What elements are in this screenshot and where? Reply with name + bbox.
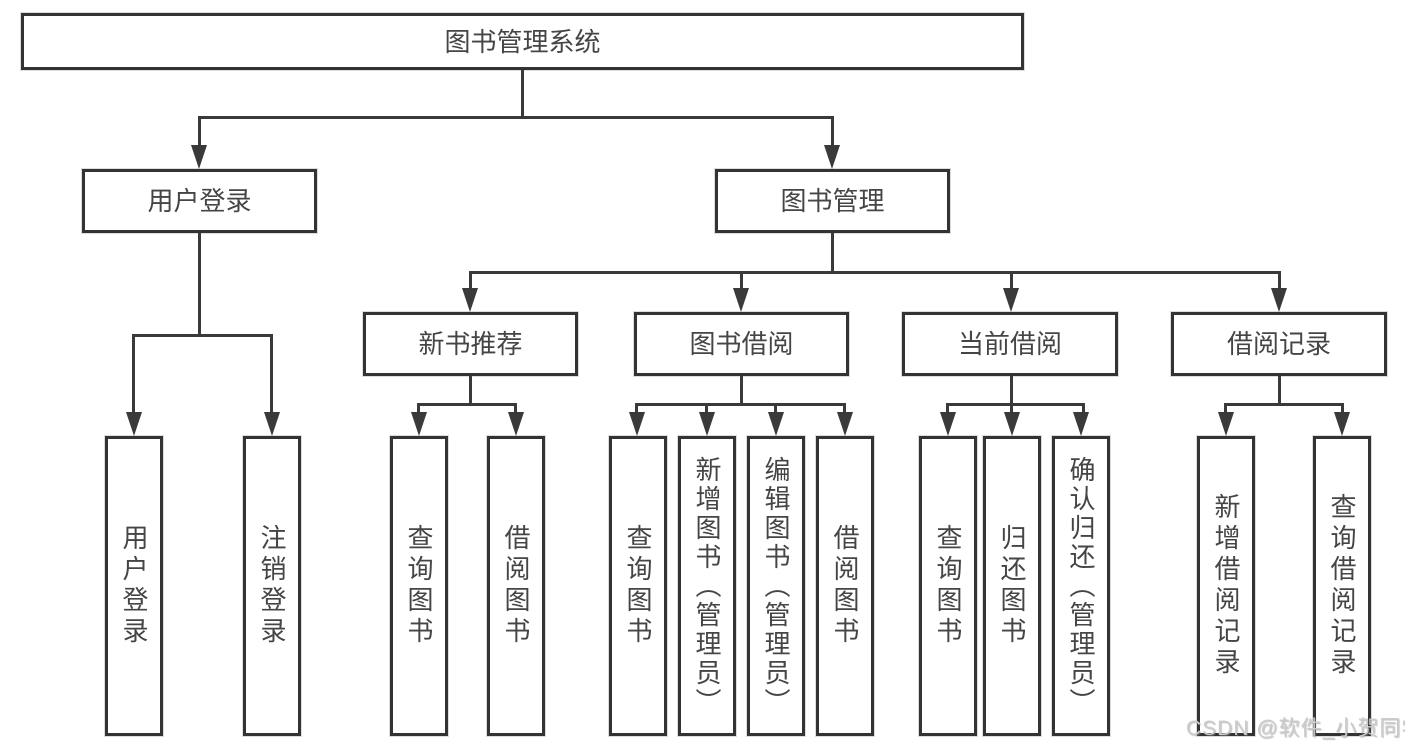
- connector-stub-bb-add: [705, 403, 708, 417]
- leaf-borrow-query: 查询图书: [609, 436, 667, 736]
- arrow-down-nb-borrow-icon: [508, 412, 524, 436]
- connector-stub-book-management: [831, 116, 834, 149]
- connector-stub-cb-confirm: [1082, 403, 1085, 417]
- arrow-down-cb-query-icon: [940, 412, 956, 436]
- connector-bookmgmt-down: [831, 233, 834, 274]
- arrow-down-records-icon: [1271, 288, 1287, 312]
- connector-userlogin-rail: [132, 334, 273, 337]
- leaf-borrow-add-admin: 新增图书（管理员）: [678, 436, 736, 736]
- connector-newbooks-down: [469, 376, 472, 406]
- leaf-newbooks-borrow: 借阅图书: [487, 436, 545, 736]
- connector-stub-bb-query: [635, 403, 638, 417]
- connector-stub-cb-return: [1010, 403, 1013, 417]
- leaf-records-add: 新增借阅记录: [1197, 436, 1255, 736]
- arrow-down-bb-edit-icon: [768, 412, 784, 436]
- arrow-down-leaf-logout-icon: [264, 412, 280, 436]
- arrow-down-rec-add-icon: [1218, 412, 1234, 436]
- connector-stub-nb-borrow: [514, 403, 517, 417]
- connector-userlogin-down: [198, 233, 201, 337]
- leaf-logout: 注销登录: [243, 436, 301, 736]
- arrow-down-bb-add-icon: [699, 412, 715, 436]
- arrow-down-newbooks-icon: [462, 288, 478, 312]
- connector-stub-rec-add: [1224, 403, 1227, 417]
- connector-records-rail: [1224, 403, 1344, 406]
- connector-currentborrow-down: [1010, 376, 1013, 406]
- leaf-records-query: 查询借阅记录: [1313, 436, 1371, 736]
- connector-stub-leaf-logout: [270, 334, 273, 416]
- connector-bookborrow-down: [740, 376, 743, 406]
- connector-stub-records: [1278, 271, 1281, 292]
- connector-root-down: [521, 70, 524, 119]
- arrow-down-cb-confirm-icon: [1073, 412, 1089, 436]
- node-borrow-records: 借阅记录: [1171, 312, 1387, 376]
- arrow-down-bb-query-icon: [629, 412, 645, 436]
- connector-stub-bb-edit: [774, 403, 777, 417]
- connector-newbooks-rail: [417, 403, 517, 406]
- node-book-management: 图书管理: [715, 169, 950, 233]
- arrow-down-nb-query-icon: [411, 412, 427, 436]
- arrow-down-book-management-icon: [824, 145, 840, 169]
- arrow-down-bookborrow-icon: [733, 288, 749, 312]
- node-new-book-recommend: 新书推荐: [363, 312, 578, 376]
- arrow-down-user-login-icon: [191, 145, 207, 169]
- connector-stub-newbooks: [469, 271, 472, 292]
- connector-stub-bookborrow: [740, 271, 743, 292]
- node-current-borrow: 当前借阅: [902, 312, 1118, 376]
- connector-stub-user-login: [198, 116, 201, 149]
- connector-stub-bb-borrow: [843, 403, 846, 417]
- leaf-newbooks-query: 查询图书: [390, 436, 448, 736]
- connector-stub-cb-query: [946, 403, 949, 417]
- arrow-down-currentborrow-icon: [1003, 288, 1019, 312]
- leaf-current-return: 归还图书: [983, 436, 1041, 736]
- arrow-down-cb-return-icon: [1004, 412, 1020, 436]
- arrow-down-leaf-login-icon: [126, 412, 142, 436]
- connector-level2-rail: [198, 116, 834, 119]
- root-node: 图书管理系统: [21, 13, 1024, 70]
- connector-stub-rec-query: [1341, 403, 1344, 417]
- leaf-user-login: 用户登录: [105, 436, 163, 736]
- csdn-watermark: CSDN @软件_小贺同学: [1186, 717, 1405, 740]
- leaf-borrow-borrow: 借阅图书: [816, 436, 874, 736]
- arrow-down-rec-query-icon: [1334, 412, 1350, 436]
- node-book-borrow: 图书借阅: [634, 312, 849, 376]
- connector-stub-leaf-login: [132, 334, 135, 416]
- leaf-borrow-edit-admin: 编辑图书（管理员）: [747, 436, 805, 736]
- connector-level3-rail: [469, 271, 1281, 274]
- connector-records-down: [1278, 376, 1281, 406]
- connector-stub-currentborrow: [1010, 271, 1013, 292]
- connector-bookborrow-rail: [635, 403, 846, 406]
- leaf-current-query: 查询图书: [919, 436, 977, 736]
- connector-currentborrow-rail: [946, 403, 1085, 406]
- leaf-current-confirm-admin: 确认归还（管理员）: [1052, 436, 1110, 736]
- node-user-login: 用户登录: [82, 169, 317, 233]
- connector-stub-nb-query: [417, 403, 420, 417]
- arrow-down-bb-borrow-icon: [837, 412, 853, 436]
